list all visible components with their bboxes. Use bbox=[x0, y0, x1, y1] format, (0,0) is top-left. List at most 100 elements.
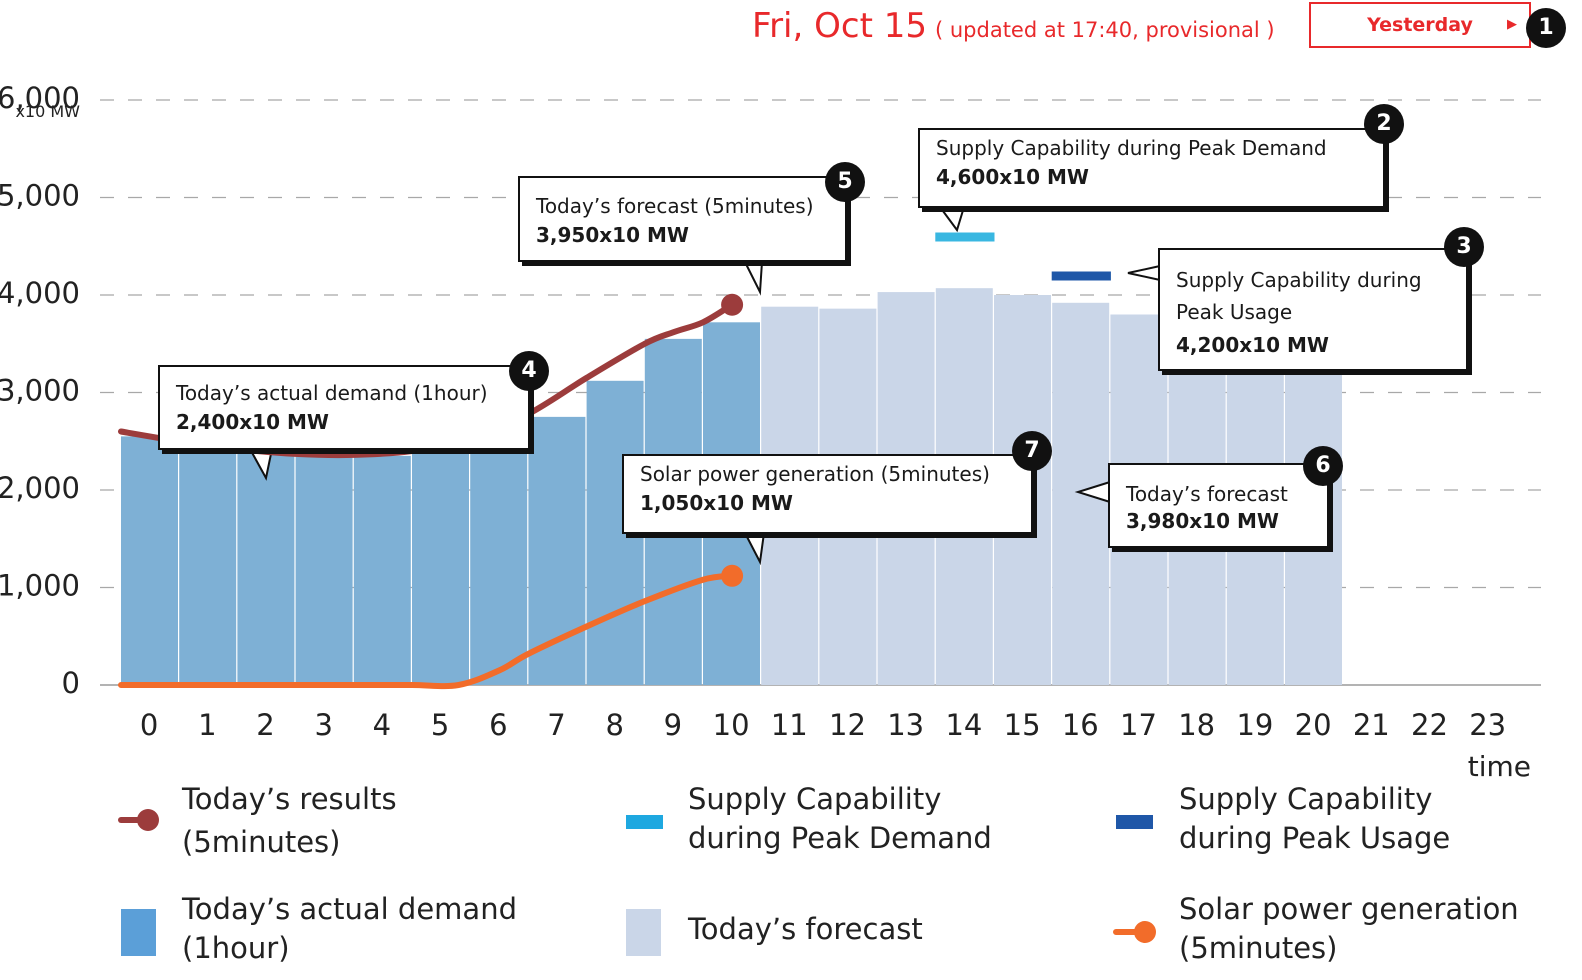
callout-peak-demand-title: Supply Capability during Peak Demand bbox=[936, 136, 1327, 160]
x-tick-label: 17 bbox=[1120, 708, 1157, 742]
legend-peak-demand-mark bbox=[626, 815, 663, 829]
callout-solar-value: 1,050x10 MW bbox=[640, 491, 793, 515]
x-tick-label: 3 bbox=[314, 708, 332, 742]
x-tick-label: 22 bbox=[1411, 708, 1448, 742]
actual-demand-bar bbox=[237, 451, 295, 685]
badge-6: 6 bbox=[1303, 446, 1343, 486]
callout-forecast-title: Today’s forecast bbox=[1126, 482, 1288, 506]
legend-peak-usage: Supply Capability during Peak Usage bbox=[1179, 780, 1450, 858]
badge-2: 2 bbox=[1364, 104, 1404, 144]
callout-actual-demand-value: 2,400x10 MW bbox=[176, 410, 329, 434]
legend-peak-demand-line2: during Peak Demand bbox=[688, 821, 992, 855]
actual-demand-bar bbox=[121, 436, 178, 685]
x-tick-label: 9 bbox=[664, 708, 682, 742]
yesterday-label: Yesterday bbox=[1367, 14, 1473, 36]
callout-solar-title: Solar power generation (5minutes) bbox=[640, 462, 990, 486]
badge-1: 1 bbox=[1526, 8, 1566, 48]
legend-results-line2: (5minutes) bbox=[182, 825, 341, 859]
callout-peak-usage-value: 4,200x10 MW bbox=[1176, 333, 1329, 357]
legend-results: Today’s results (5minutes) bbox=[182, 780, 397, 862]
legend-results-line1: Today’s results bbox=[182, 782, 397, 816]
badge-5: 5 bbox=[825, 162, 865, 202]
x-tick-label: 19 bbox=[1236, 708, 1273, 742]
y-tick-label: 1,000 bbox=[0, 569, 80, 603]
x-tick-label: 8 bbox=[605, 708, 623, 742]
updated-label: ( updated at 17:40, provisional ) bbox=[934, 18, 1275, 42]
x-tick-label: 1 bbox=[198, 708, 216, 742]
y-tick-label: 5,000 bbox=[0, 179, 80, 213]
legend-actual: Today’s actual demand (1hour) bbox=[182, 890, 517, 968]
badge-7: 7 bbox=[1012, 431, 1052, 471]
callout-actual-demand: Today’s actual demand (1hour) 2,400x10 M… bbox=[158, 365, 530, 450]
legend-actual-mark bbox=[121, 909, 156, 956]
callout-forecast-5min-title: Today’s forecast (5minutes) bbox=[536, 194, 814, 218]
legend-peak-usage-line1: Supply Capability bbox=[1179, 782, 1433, 816]
legend-forecast-line1: Today’s forecast bbox=[688, 912, 923, 946]
y-tick-label: 6,000 bbox=[0, 81, 80, 115]
x-tick-label: 18 bbox=[1178, 708, 1215, 742]
y-tick-label: 2,000 bbox=[0, 471, 80, 505]
x-tick-label: 20 bbox=[1295, 708, 1332, 742]
arrow-right-icon: ▶ bbox=[1507, 17, 1517, 32]
legend-solar-dot bbox=[1134, 921, 1156, 943]
badge-4: 4 bbox=[509, 351, 549, 391]
tail-forecast-5min bbox=[743, 261, 764, 296]
legend-forecast: Today’s forecast bbox=[688, 910, 923, 949]
peak-usage-segment bbox=[1051, 271, 1111, 281]
legend-solar-line1: Solar power generation bbox=[1179, 892, 1519, 926]
x-tick-label: 0 bbox=[140, 708, 158, 742]
legend-solar-line2: (5minutes) bbox=[1179, 931, 1338, 965]
solar-line bbox=[118, 572, 736, 690]
actual-demand-bar bbox=[353, 455, 411, 685]
actual-demand-bar bbox=[470, 441, 528, 685]
results-line-endpoint bbox=[721, 293, 744, 316]
x-tick-label: 5 bbox=[431, 708, 449, 742]
tail-peak-usage bbox=[1127, 264, 1161, 282]
date-header: Fri, Oct 15 ( updated at 17:40, provision… bbox=[752, 6, 1275, 46]
legend-peak-demand: Supply Capability during Peak Demand bbox=[688, 780, 992, 858]
y-unit-label: x10 MW bbox=[15, 102, 80, 121]
x-tick-label: 13 bbox=[887, 708, 924, 742]
callout-forecast: Today’s forecast 3,980x10 MW bbox=[1108, 463, 1329, 548]
legend-results-dot bbox=[137, 809, 159, 831]
solar-line-endpoint bbox=[721, 564, 744, 587]
x-tick-label: 10 bbox=[713, 708, 750, 742]
x-tick-label: 21 bbox=[1353, 708, 1390, 742]
x-tick-label: 2 bbox=[256, 708, 274, 742]
x-tick-label: 7 bbox=[547, 708, 565, 742]
legend-peak-demand-line1: Supply Capability bbox=[688, 782, 942, 816]
peak-demand-segment bbox=[935, 232, 995, 242]
supply-capability-segments bbox=[248, 206, 1161, 566]
y-tick-label: 4,000 bbox=[0, 276, 80, 310]
callout-forecast-5min-value: 3,950x10 MW bbox=[536, 223, 689, 247]
x-tick-label: 6 bbox=[489, 708, 507, 742]
legend-marks bbox=[118, 809, 1156, 956]
badge-3: 3 bbox=[1444, 227, 1484, 267]
date-label: Fri, Oct 15 bbox=[752, 6, 927, 46]
yesterday-button[interactable]: Yesterday ▶ bbox=[1309, 2, 1531, 48]
x-tick-label: 15 bbox=[1004, 708, 1041, 742]
callout-peak-demand: Supply Capability during Peak Demand 4,6… bbox=[918, 128, 1385, 208]
legend-actual-line1: Today’s actual demand bbox=[182, 892, 517, 926]
x-tick-label: 23 bbox=[1469, 708, 1506, 742]
x-tick-label: 12 bbox=[829, 708, 866, 742]
legend-forecast-mark bbox=[626, 909, 661, 956]
callout-peak-usage: Supply Capability during Peak Usage 4,20… bbox=[1158, 248, 1468, 371]
callout-forecast-5min: Today’s forecast (5minutes) 3,950x10 MW bbox=[518, 176, 847, 262]
y-tick-label: 0 bbox=[62, 666, 80, 700]
callout-actual-demand-title: Today’s actual demand (1hour) bbox=[176, 381, 488, 405]
callout-forecast-value: 3,980x10 MW bbox=[1126, 509, 1279, 533]
actual-demand-bar bbox=[528, 416, 586, 685]
actual-demand-bar bbox=[179, 446, 237, 685]
x-tick-label: 11 bbox=[771, 708, 808, 742]
callout-solar: Solar power generation (5minutes) 1,050x… bbox=[622, 454, 1033, 534]
legend-solar: Solar power generation (5minutes) bbox=[1179, 890, 1519, 968]
demand-bars bbox=[121, 288, 1342, 685]
x-axis-label: time bbox=[1468, 750, 1531, 783]
x-tick-label: 4 bbox=[373, 708, 391, 742]
x-tick-label: 16 bbox=[1062, 708, 1099, 742]
callout-peak-demand-value: 4,600x10 MW bbox=[936, 165, 1089, 189]
tail-peak-demand bbox=[938, 206, 966, 233]
